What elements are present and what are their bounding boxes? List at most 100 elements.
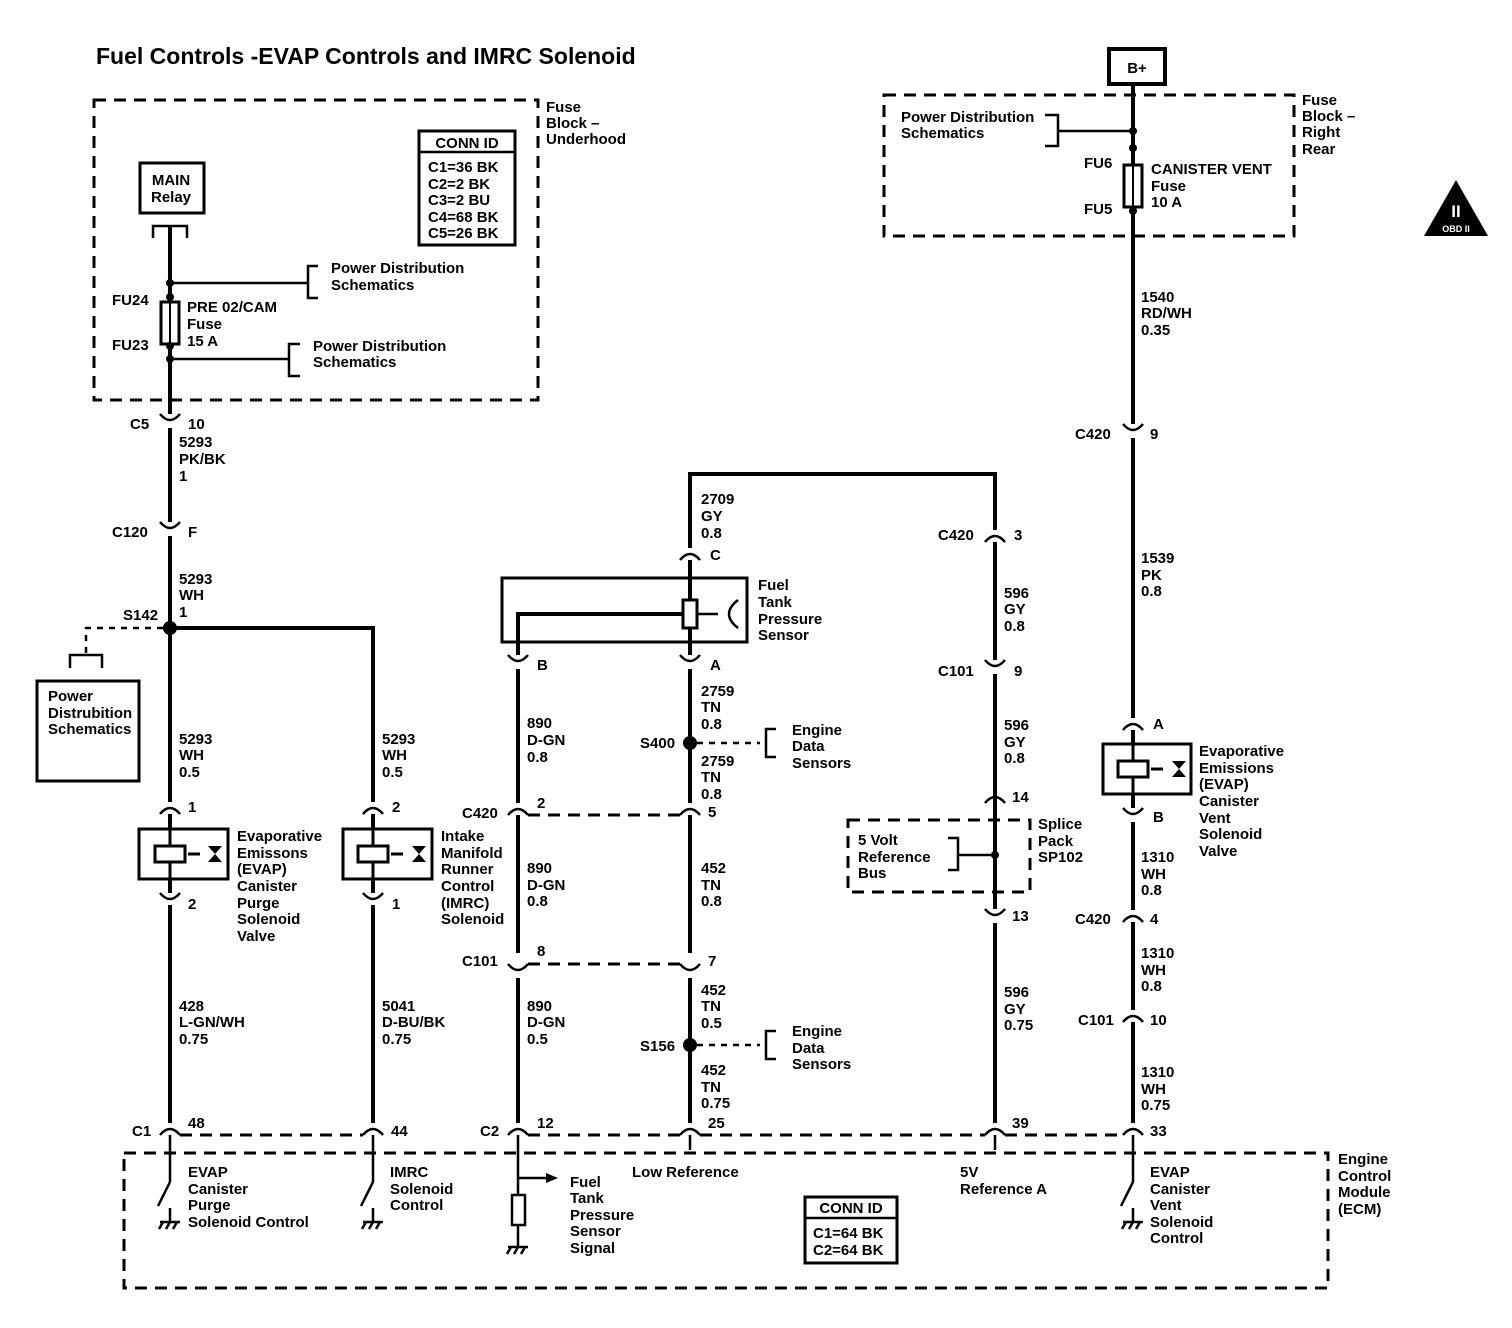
engine-data-sensors-2: Engine Data Sensors <box>792 1023 851 1073</box>
svg-text:Low Reference: Low Reference <box>632 1164 739 1181</box>
pd-schematics-right: Power Distribution Schematics <box>901 109 1039 142</box>
ecm-label: Engine Control Module (ECM) <box>1338 1151 1396 1218</box>
svg-text:5293 WH 0.5: 5293 WH 0.5 <box>179 731 217 781</box>
svg-text:48: 48 <box>188 1115 205 1132</box>
ftp-signal-input-icon <box>505 1135 558 1255</box>
svg-text:F: F <box>188 524 197 541</box>
fuse-block-right-rear: Fuse Block – Right Rear Power Distributi… <box>882 84 1360 424</box>
pre02-cam-fuse: FU24 FU23 PRE 02/CAM Fuse 15 A <box>112 292 281 354</box>
evap-purge-label: Evaporative Emissons (EVAP) Canister Pur… <box>237 828 326 945</box>
splice-pack-label: Splice Pack SP102 <box>1038 816 1086 866</box>
wire-428-label: 428 L-GN/WH 0.75 <box>179 998 249 1048</box>
purge-control-switch-icon <box>156 1135 180 1230</box>
fuse-block-underhood: Fuse Block – Underhood CONN ID C1=36 BK … <box>92 98 626 414</box>
svg-text:1310 WH 0.8: 1310 WH 0.8 <box>1141 849 1179 899</box>
svg-text:C: C <box>710 547 721 564</box>
svg-text:C420: C420 <box>1075 426 1111 443</box>
circuit-ftp: 2709 GY 0.8 C Fuel Tank Pressure Sensor … <box>462 472 997 1123</box>
svg-text:C2=2 BK: C2=2 BK <box>428 176 490 193</box>
svg-text:44: 44 <box>391 1123 408 1140</box>
svg-text:1540 RD/WH 0.35: 1540 RD/WH 0.35 <box>1141 289 1196 339</box>
svg-text:FU24: FU24 <box>112 292 149 309</box>
svg-text:25: 25 <box>708 1115 725 1132</box>
main-relay: MAIN Relay <box>138 161 206 238</box>
svg-text:C1=64 BK: C1=64 BK <box>813 1225 884 1242</box>
svg-text:1: 1 <box>188 799 196 816</box>
svg-text:1539 PK 0.8: 1539 PK 0.8 <box>1141 550 1179 600</box>
svg-text:9: 9 <box>1014 663 1022 680</box>
svg-text:2759 TN 0.8: 2759 TN 0.8 <box>701 753 739 803</box>
circuit-596: C420 3 596 GY 0.8 C101 9 596 GY 0.8 14 5… <box>846 527 1086 1123</box>
svg-text:452 TN 0.5: 452 TN 0.5 <box>701 982 730 1032</box>
conn-id-table-ecm: CONN ID C1=64 BK C2=64 BK <box>803 1195 899 1265</box>
imrc-solenoid: 2 1 Intake Manifold Runner Control (IMRC… <box>341 799 507 928</box>
svg-text:PRE 02/CAM Fuse: PRE 02/CAM Fuse 15 A <box>187 299 281 350</box>
fuse-block-right-rear-label: Fuse Block – Right Rear <box>1302 92 1360 158</box>
imrc-label: Intake Manifold Runner Control (IMRC) So… <box>441 828 507 928</box>
svg-text:39: 39 <box>1012 1115 1029 1132</box>
canister-vent-fuse: FU6 FU5 CANISTER VENT Fuse 10 A <box>1084 144 1272 218</box>
svg-text:2: 2 <box>537 795 545 812</box>
svg-text:FU6: FU6 <box>1084 155 1112 172</box>
svg-text:10: 10 <box>188 416 205 433</box>
left-power-distribution-box: Power Distrubition Schematics <box>35 679 141 783</box>
svg-text:890 D-GN 0.8: 890 D-GN 0.8 <box>527 715 570 766</box>
vent-control-switch-icon <box>1119 1135 1143 1230</box>
svg-text:Power Distrubition: Power Distrubition Schematics <box>48 688 136 738</box>
svg-text:EVAP Canister Purg: EVAP Canister Purge Solenoid Control <box>188 1164 309 1231</box>
svg-text:596 GY 0.8: 596 GY 0.8 <box>1004 585 1033 635</box>
svg-text:8: 8 <box>537 943 545 960</box>
svg-text:MAIN: MAIN <box>152 172 190 189</box>
svg-text:2759 TN 0.8: 2759 TN 0.8 <box>701 683 739 733</box>
svg-text:1310 WH 0.75: 1310 WH 0.75 <box>1141 1064 1179 1114</box>
conn-id-table-underhood: CONN ID C1=36 BK C2=2 BK C3=2 BU C4=68 B… <box>417 129 517 247</box>
svg-text:5293 PK/BK 1: 5293 PK/BK 1 <box>179 434 230 485</box>
pd-schematics-2: Power Distribution Schematics <box>313 338 451 371</box>
fuse-block-underhood-label: Fuse Block – Underhood <box>546 99 626 148</box>
svg-text:3: 3 <box>1014 527 1022 544</box>
svg-text:10: 10 <box>1150 1012 1167 1029</box>
svg-text:C120: C120 <box>112 524 148 541</box>
svg-text:C1=36 BK: C1=36 BK <box>428 159 499 176</box>
svg-text:5293 WH 1: 5293 WH 1 <box>179 571 217 621</box>
svg-text:C101: C101 <box>462 953 498 970</box>
svg-text:C5=26 BK: C5=26 BK <box>428 225 499 242</box>
svg-text:7: 7 <box>708 953 716 970</box>
ecm-module: Engine Control Module (ECM) EVAP Caniste… <box>122 1135 1396 1290</box>
svg-text:5V Reference A: 5V Reference A <box>960 1164 1047 1198</box>
svg-text:C101: C101 <box>1078 1012 1114 1029</box>
battery-badge: B+ <box>1107 47 1167 86</box>
svg-text:A: A <box>1153 716 1164 733</box>
svg-text:1: 1 <box>392 896 400 913</box>
ftp-sensor-label: Fuel Tank Pressure Sensor <box>758 577 826 644</box>
svg-text:C2: C2 <box>480 1123 499 1140</box>
evap-purge-solenoid: 1 2 Evaporative Emissons (EVAP) Canister… <box>137 799 326 945</box>
svg-text:596 GY 0.8: 596 GY 0.8 <box>1004 717 1033 767</box>
pd-schematics-1: Power Distribution Schematics <box>331 260 469 294</box>
diagram-title: Fuel Controls -EVAP Controls and IMRC So… <box>96 43 636 69</box>
svg-text:C1: C1 <box>132 1123 151 1140</box>
svg-text:890 D-GN 0.8: 890 D-GN 0.8 <box>527 860 570 910</box>
svg-text:IMRC Solenoid Cont: IMRC Solenoid Control <box>390 1164 458 1214</box>
svg-text:4: 4 <box>1150 911 1159 928</box>
svg-text:9: 9 <box>1150 426 1158 443</box>
svg-text:Fuel Tank Pressure: Fuel Tank Pressure Sensor Signal <box>570 1174 638 1257</box>
svg-text:C3=2 BU: C3=2 BU <box>428 192 490 209</box>
svg-text:S142: S142 <box>123 607 158 624</box>
svg-text:2709 GY 0.8: 2709 GY 0.8 <box>701 491 739 542</box>
svg-text:C101: C101 <box>938 663 974 680</box>
svg-text:II: II <box>1451 202 1460 221</box>
svg-text:B: B <box>1153 809 1164 826</box>
ecm-connectors: C1 48 44 C2 12 25 39 33 <box>132 1115 1167 1140</box>
svg-text:2: 2 <box>392 799 400 816</box>
svg-text:B+: B+ <box>1127 60 1147 77</box>
svg-text:5293 WH 0.5: 5293 WH 0.5 <box>382 731 420 781</box>
circuit-vent: 1540 RD/WH 0.35 C420 9 1539 PK 0.8 A Eva… <box>1075 289 1284 1123</box>
svg-text:452 TN 0.75: 452 TN 0.75 <box>701 1062 730 1112</box>
svg-text:452 TN 0.8: 452 TN 0.8 <box>701 860 730 910</box>
svg-text:C5: C5 <box>130 416 149 433</box>
svg-text:EVAP Canister Vent: EVAP Canister Vent Solenoid Control <box>1150 1164 1218 1247</box>
svg-text:B: B <box>537 657 548 674</box>
svg-text:FU23: FU23 <box>112 337 149 354</box>
